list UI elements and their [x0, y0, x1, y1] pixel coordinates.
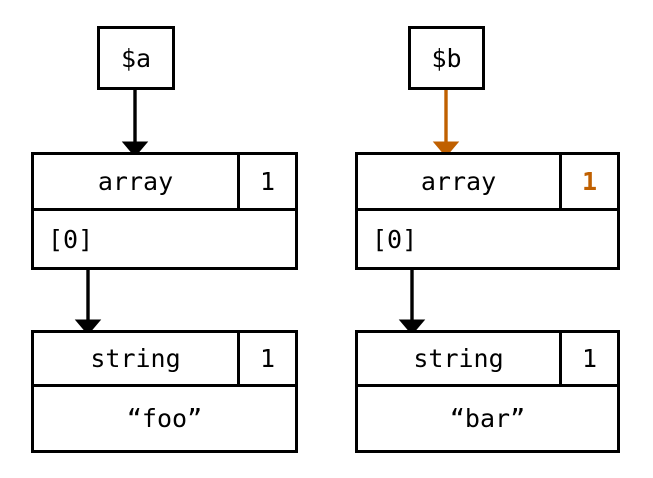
string-zval-a: string 1 “foo” [31, 330, 298, 453]
array-zval-a-slot-index: [0] [48, 224, 94, 254]
array-zval-b: array 1 [0] [355, 152, 620, 270]
variable-label-b: $b [431, 43, 462, 73]
array-zval-a: array 1 [0] [31, 152, 298, 270]
variable-label-a: $a [120, 43, 152, 73]
array-zval-a-header: array 1 [34, 155, 295, 211]
string-zval-a-header: string 1 [34, 333, 295, 387]
string-zval-b-value-row: “bar” [358, 387, 617, 450]
string-zval-b-type: string [413, 344, 504, 373]
array-zval-b-header: array 1 [358, 155, 617, 211]
string-zval-b: string 1 “bar” [355, 330, 620, 453]
array-zval-a-type: array [97, 167, 174, 196]
string-zval-b-value: “bar” [449, 404, 526, 433]
string-zval-a-value: “foo” [126, 404, 203, 433]
string-zval-b-header: string 1 [358, 333, 617, 387]
variable-box-a: $a [97, 26, 175, 90]
string-zval-a-value-row: “foo” [34, 387, 295, 450]
string-zval-b-refcount: 1 [559, 333, 617, 384]
array-zval-b-refcount: 1 [559, 155, 617, 208]
string-zval-a-type: string [90, 344, 181, 373]
array-zval-b-type: array [420, 167, 497, 196]
array-zval-a-refcount: 1 [237, 155, 295, 208]
array-zval-b-slot-index: [0] [372, 224, 418, 254]
string-zval-a-refcount: 1 [237, 333, 295, 384]
array-zval-b-slot-row: [0] [358, 211, 617, 267]
array-zval-a-slot-row: [0] [34, 211, 295, 267]
variable-box-b: $b [408, 26, 485, 90]
